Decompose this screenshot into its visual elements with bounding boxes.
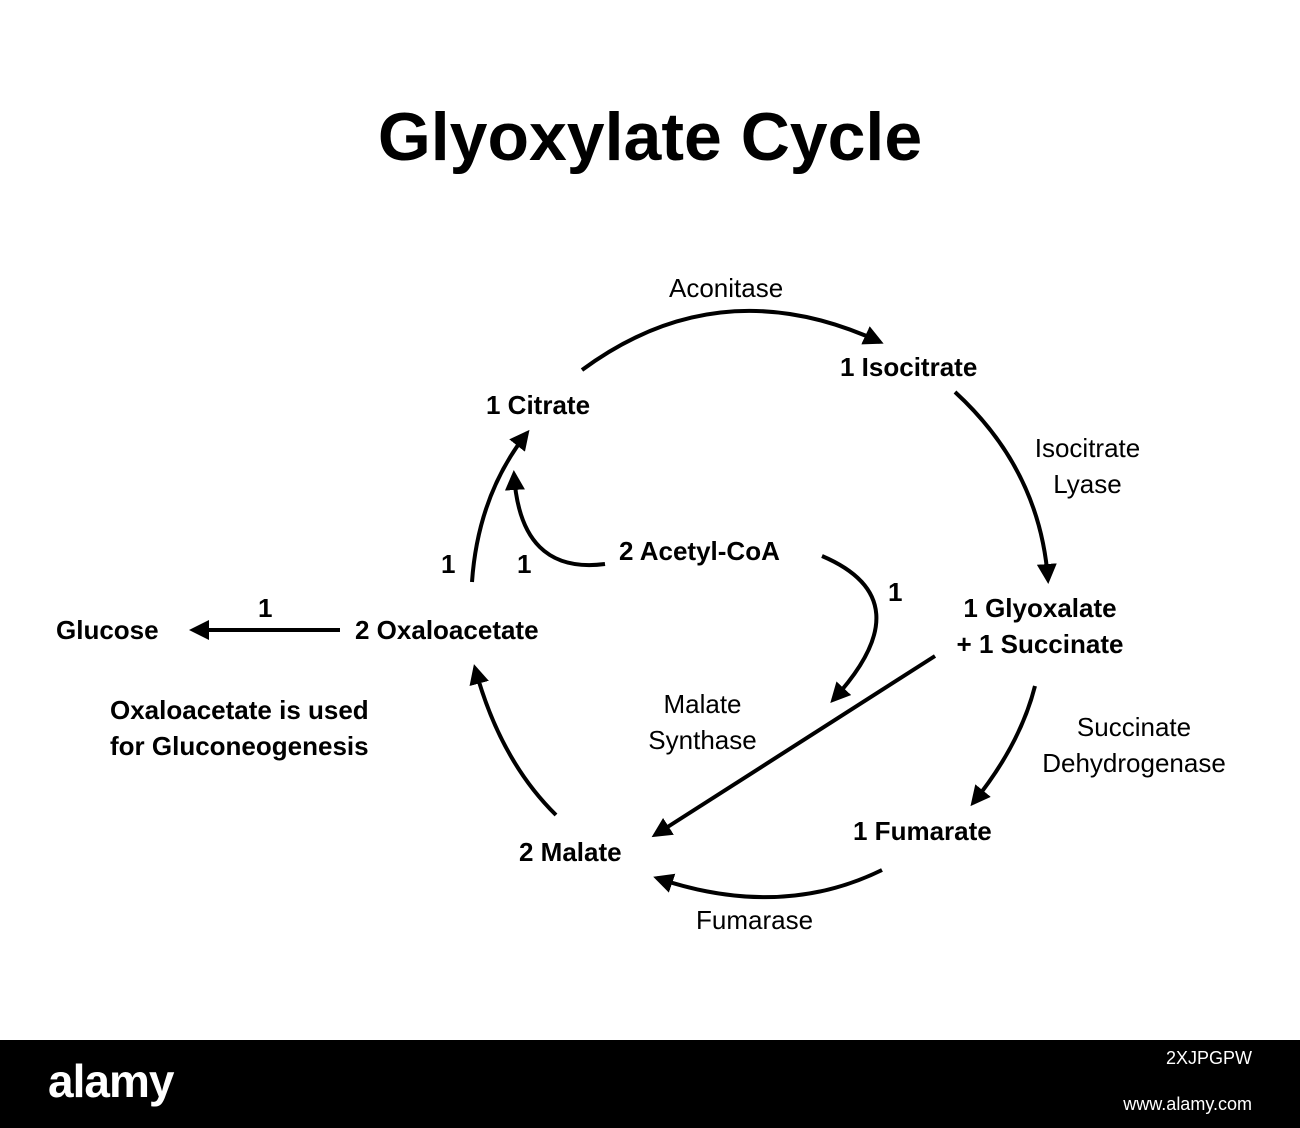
malate-label: 2 Malate — [519, 837, 622, 867]
arrow-succinate-to-fumarate — [970, 685, 1037, 807]
arrow-oxaloacetate-to-citrate — [470, 429, 530, 583]
malate-synthase-line2: Synthase — [648, 725, 757, 755]
watermark-footer: alamy 2XJPGPW www.alamy.com — [0, 1040, 1300, 1128]
malate-synthase-label: Malate Synthase — [630, 686, 775, 758]
fumarase-label: Fumarase — [696, 905, 814, 935]
oxaloacetate-label: 2 Oxaloacetate — [355, 615, 539, 645]
isocitrate-lyase-line1: Isocitrate — [1034, 433, 1141, 463]
stoich-oaa-to-citrate: 1 — [441, 549, 456, 579]
source-url: www.alamy.com — [1123, 1094, 1252, 1114]
fumarate-label: 1 Fumarate — [853, 816, 992, 846]
succinate-dh-line1: Succinate — [1076, 712, 1192, 742]
arrow-isocitrate-to-glyoxalate — [953, 390, 1057, 584]
acetyl-coa-label: 2 Acetyl-CoA — [619, 536, 780, 566]
succinate-line: + 1 Succinate — [956, 629, 1124, 659]
arrow-acetylcoa-to-malate — [821, 554, 879, 703]
pathway-arrows — [189, 308, 1057, 900]
brand-logo: alamy — [48, 1055, 174, 1107]
arrow-citrate-to-isocitrate — [580, 308, 884, 372]
arrow-malate-to-oxaloacetate — [469, 664, 558, 817]
note-line1: Oxaloacetate is used — [110, 695, 369, 725]
stoich-acetylcoa-to-citrate: 1 — [517, 549, 532, 579]
stoich-acetylcoa-to-malate: 1 — [888, 577, 903, 607]
glucose-label: Glucose — [56, 615, 159, 645]
isocitrate-lyase-line2: Lyase — [1053, 469, 1122, 499]
glyoxalate-line: 1 Glyoxalate — [963, 593, 1117, 623]
isocitrate-lyase-label: Isocitrate Lyase — [1010, 430, 1165, 502]
citrate-label: 1 Citrate — [486, 390, 591, 420]
note-line2: for Gluconeogenesis — [110, 731, 369, 761]
glyoxalate-succinate-label: 1 Glyoxalate + 1 Succinate — [935, 590, 1145, 662]
arrow-acetylcoa-to-citrate — [504, 470, 606, 568]
stoich-oaa-to-glucose: 1 — [258, 593, 273, 623]
diagram-title: Glyoxylate Cycle — [377, 99, 923, 175]
arrow-glyoxalate-to-malate — [651, 654, 937, 838]
succinate-dehydrogenase-label: Succinate Dehydrogenase — [1020, 709, 1248, 781]
arrow-fumarate-to-malate — [653, 868, 883, 900]
gluconeogenesis-note: Oxaloacetate is used for Gluconeogenesis — [110, 692, 369, 764]
image-id: 2XJPGPW — [1165, 1048, 1252, 1068]
aconitase-label: Aconitase — [669, 273, 784, 303]
succinate-dh-line2: Dehydrogenase — [1042, 748, 1226, 778]
malate-synthase-line1: Malate — [663, 689, 742, 719]
isocitrate-label: 1 Isocitrate — [840, 352, 978, 382]
